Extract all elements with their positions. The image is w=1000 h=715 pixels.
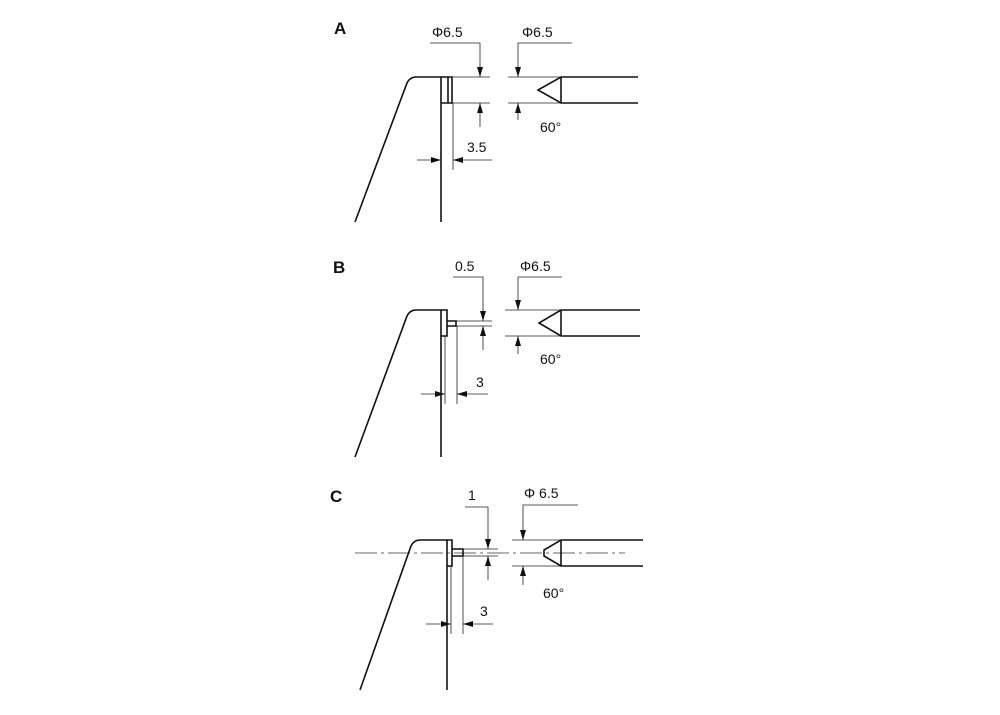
panel-label: B	[333, 258, 345, 277]
dim-arrow	[520, 504, 578, 540]
pin-dimension: 0.5	[455, 258, 475, 274]
spindle-tip	[536, 76, 638, 104]
anvil-face	[441, 76, 453, 104]
frame-outline	[354, 309, 442, 458]
panel-label: A	[334, 19, 346, 38]
pin-dimension: 1	[468, 487, 476, 503]
tool-dimension: Φ6.5	[522, 24, 553, 40]
spindle-tip	[537, 309, 640, 337]
angle-label: 60°	[543, 585, 564, 601]
dim-arrow	[465, 506, 491, 549]
angle-label: 60°	[540, 119, 561, 135]
panel-label: C	[330, 487, 342, 506]
tool-dimension: Φ 6.5	[524, 485, 559, 501]
offset-dimension: 3	[476, 374, 484, 390]
dim-arrow	[515, 276, 562, 310]
panel-b: B 0.5 3 Φ6.5 60°	[333, 258, 640, 458]
panel-c: C 1 3 Φ 6.5 60°	[330, 485, 643, 691]
pin-dimension: Φ6.5	[432, 24, 463, 40]
frame-outline	[354, 76, 442, 223]
spindle-tip	[543, 539, 643, 567]
offset-dimension: 3	[480, 603, 488, 619]
extension-lines	[444, 320, 492, 404]
extension-lines	[452, 76, 490, 170]
panel-a: A Φ6.5 3.5 Φ6.5 60°	[334, 19, 638, 223]
anvil-pin	[452, 548, 464, 557]
extension-lines	[505, 309, 561, 337]
anvil-pin	[447, 320, 457, 327]
anvil-face	[441, 309, 448, 337]
tool-dimension: Φ6.5	[520, 258, 551, 274]
dim-arrow	[515, 42, 572, 77]
dim-arrow	[430, 42, 483, 77]
offset-dimension: 3.5	[467, 139, 487, 155]
angle-label: 60°	[540, 351, 561, 367]
dim-arrow	[453, 276, 486, 321]
frame-outline	[359, 539, 448, 691]
anvil-face	[447, 539, 453, 567]
extension-lines	[450, 548, 498, 634]
